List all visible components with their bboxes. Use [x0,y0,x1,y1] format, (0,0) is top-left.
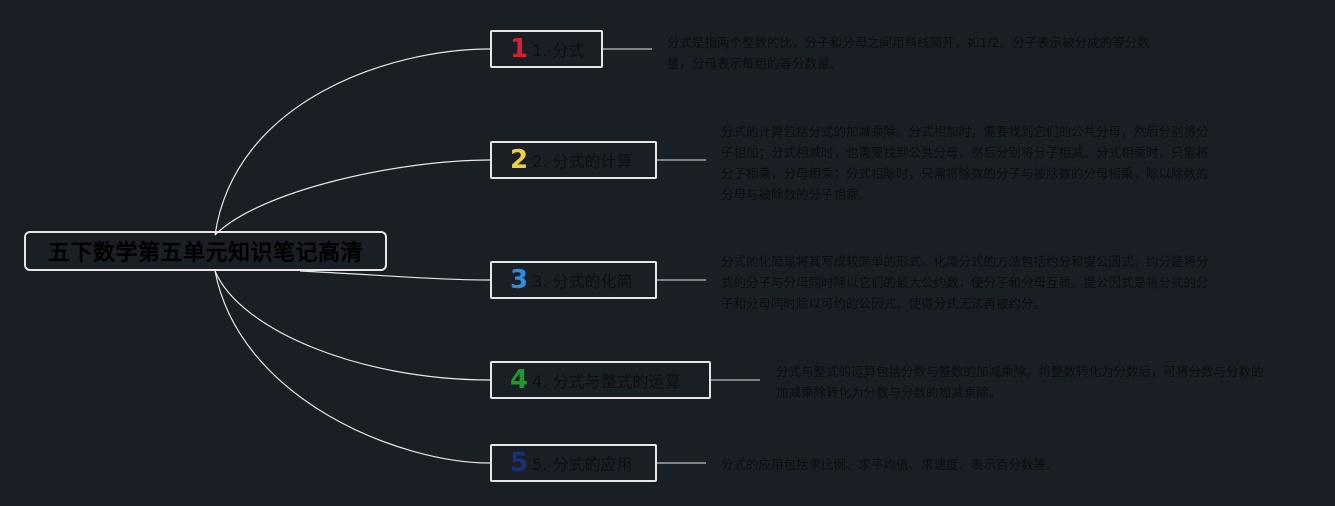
topic-2[interactable]: 2 2. 分式的计算 [490,141,657,179]
topic-4-note: 分式与整式的运算包括分数与整数的加减乘除。将整数转化为分数后，可将分数与分数的加… [776,364,1264,400]
topic-5[interactable]: 5 5. 分式的应用 [490,444,657,482]
central-topic[interactable]: 五下数学第五单元知识笔记高清 [24,231,387,271]
topic-3[interactable]: 3 3. 分式的化简 [490,261,657,299]
topic-3-note: 分式的化简是将其写成较简单的形式。化简分式的方法包括约分和提公因式。约分是将分式… [721,254,1209,311]
topic-4-label: 4. 分式与整式的运算 [532,372,681,391]
topic-1[interactable]: 1 1. 分式 [490,30,603,68]
branch-connector-5 [214,270,491,464]
branch-connector-4 [214,270,491,381]
number-2-badge-icon: 2 [510,145,529,175]
topic-2-label: 2. 分式的计算 [532,152,633,171]
number-3-badge-icon: 3 [510,265,529,295]
topic-3-label: 3. 分式的化简 [532,272,633,291]
number-5-badge-icon: 5 [510,448,529,478]
central-topic-label: 五下数学第五单元知识笔记高清 [47,241,363,266]
branch-connector-1 [214,48,491,236]
number-1-badge-icon: 1 [510,34,529,64]
topic-1-label: 1. 分式 [532,41,585,60]
branch-connector-3 [299,270,491,281]
branch-connector-2 [214,159,491,236]
topic-1-note: 分式是指两个整数的比，分子和分母之间用斜线隔开，如1/2。分子表示被分成的等分数… [667,35,1150,71]
topic-2-note: 分式的计算包括分式的加减乘除。分式相加时，需要找到它们的公共分母，然后分别将分子… [721,124,1209,202]
topic-5-note: 分式的应用包括求比例、求平均值、求速度、表示百分数等。 [721,457,1059,472]
topic-4[interactable]: 4 4. 分式与整式的运算 [490,361,711,399]
topic-5-label: 5. 分式的应用 [532,455,633,474]
number-4-badge-icon: 4 [510,365,529,395]
